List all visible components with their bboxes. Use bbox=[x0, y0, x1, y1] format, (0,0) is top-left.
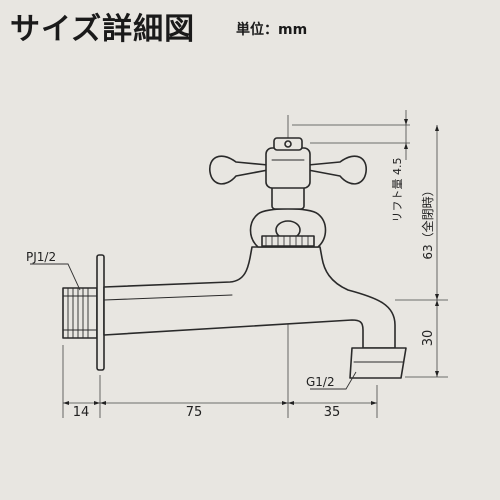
outlet-thread-label: G1/2 bbox=[306, 375, 335, 389]
dim-14-label: 14 bbox=[73, 405, 90, 420]
outlet-nozzle bbox=[349, 347, 407, 379]
handle-hub bbox=[265, 147, 311, 189]
arrow-30-bottom bbox=[435, 371, 439, 377]
dim-30-label: 30 bbox=[421, 330, 436, 347]
arrow-14-right bbox=[94, 401, 100, 405]
inlet-thread-label: PJ1/2 bbox=[26, 250, 56, 264]
arrow-lift-bottom bbox=[404, 143, 408, 149]
arrow-75-left bbox=[100, 401, 106, 405]
handle-screw bbox=[284, 140, 292, 148]
handle-left-arm bbox=[209, 155, 269, 185]
inlet-thread bbox=[62, 287, 98, 339]
arrow-35-right bbox=[371, 401, 377, 405]
arrow-63-bottom bbox=[435, 294, 439, 300]
dim-75-label: 75 bbox=[186, 405, 203, 420]
arrow-35-left bbox=[288, 401, 294, 405]
unit-label: 単位：mm bbox=[236, 22, 308, 38]
dim-lift-label: リフト量 4.5 bbox=[391, 158, 404, 223]
arrow-30-top bbox=[435, 300, 439, 306]
arrow-63-top bbox=[435, 125, 439, 131]
dim-35-label: 35 bbox=[324, 405, 341, 420]
arrow-75-right bbox=[282, 401, 288, 405]
bonnet-collar bbox=[261, 235, 315, 247]
leader-outlet bbox=[310, 371, 357, 390]
handle-right-arm bbox=[307, 155, 367, 185]
flange bbox=[96, 254, 105, 371]
leader-inlet bbox=[30, 263, 81, 291]
arrow-14-left bbox=[63, 401, 69, 405]
page-title: サイズ詳細図 bbox=[10, 12, 196, 47]
arrow-lift-top bbox=[404, 119, 408, 125]
body-inner-line bbox=[103, 294, 233, 301]
faucet-body bbox=[103, 246, 396, 349]
dim-63-label: 63（全閉時） bbox=[420, 184, 435, 259]
